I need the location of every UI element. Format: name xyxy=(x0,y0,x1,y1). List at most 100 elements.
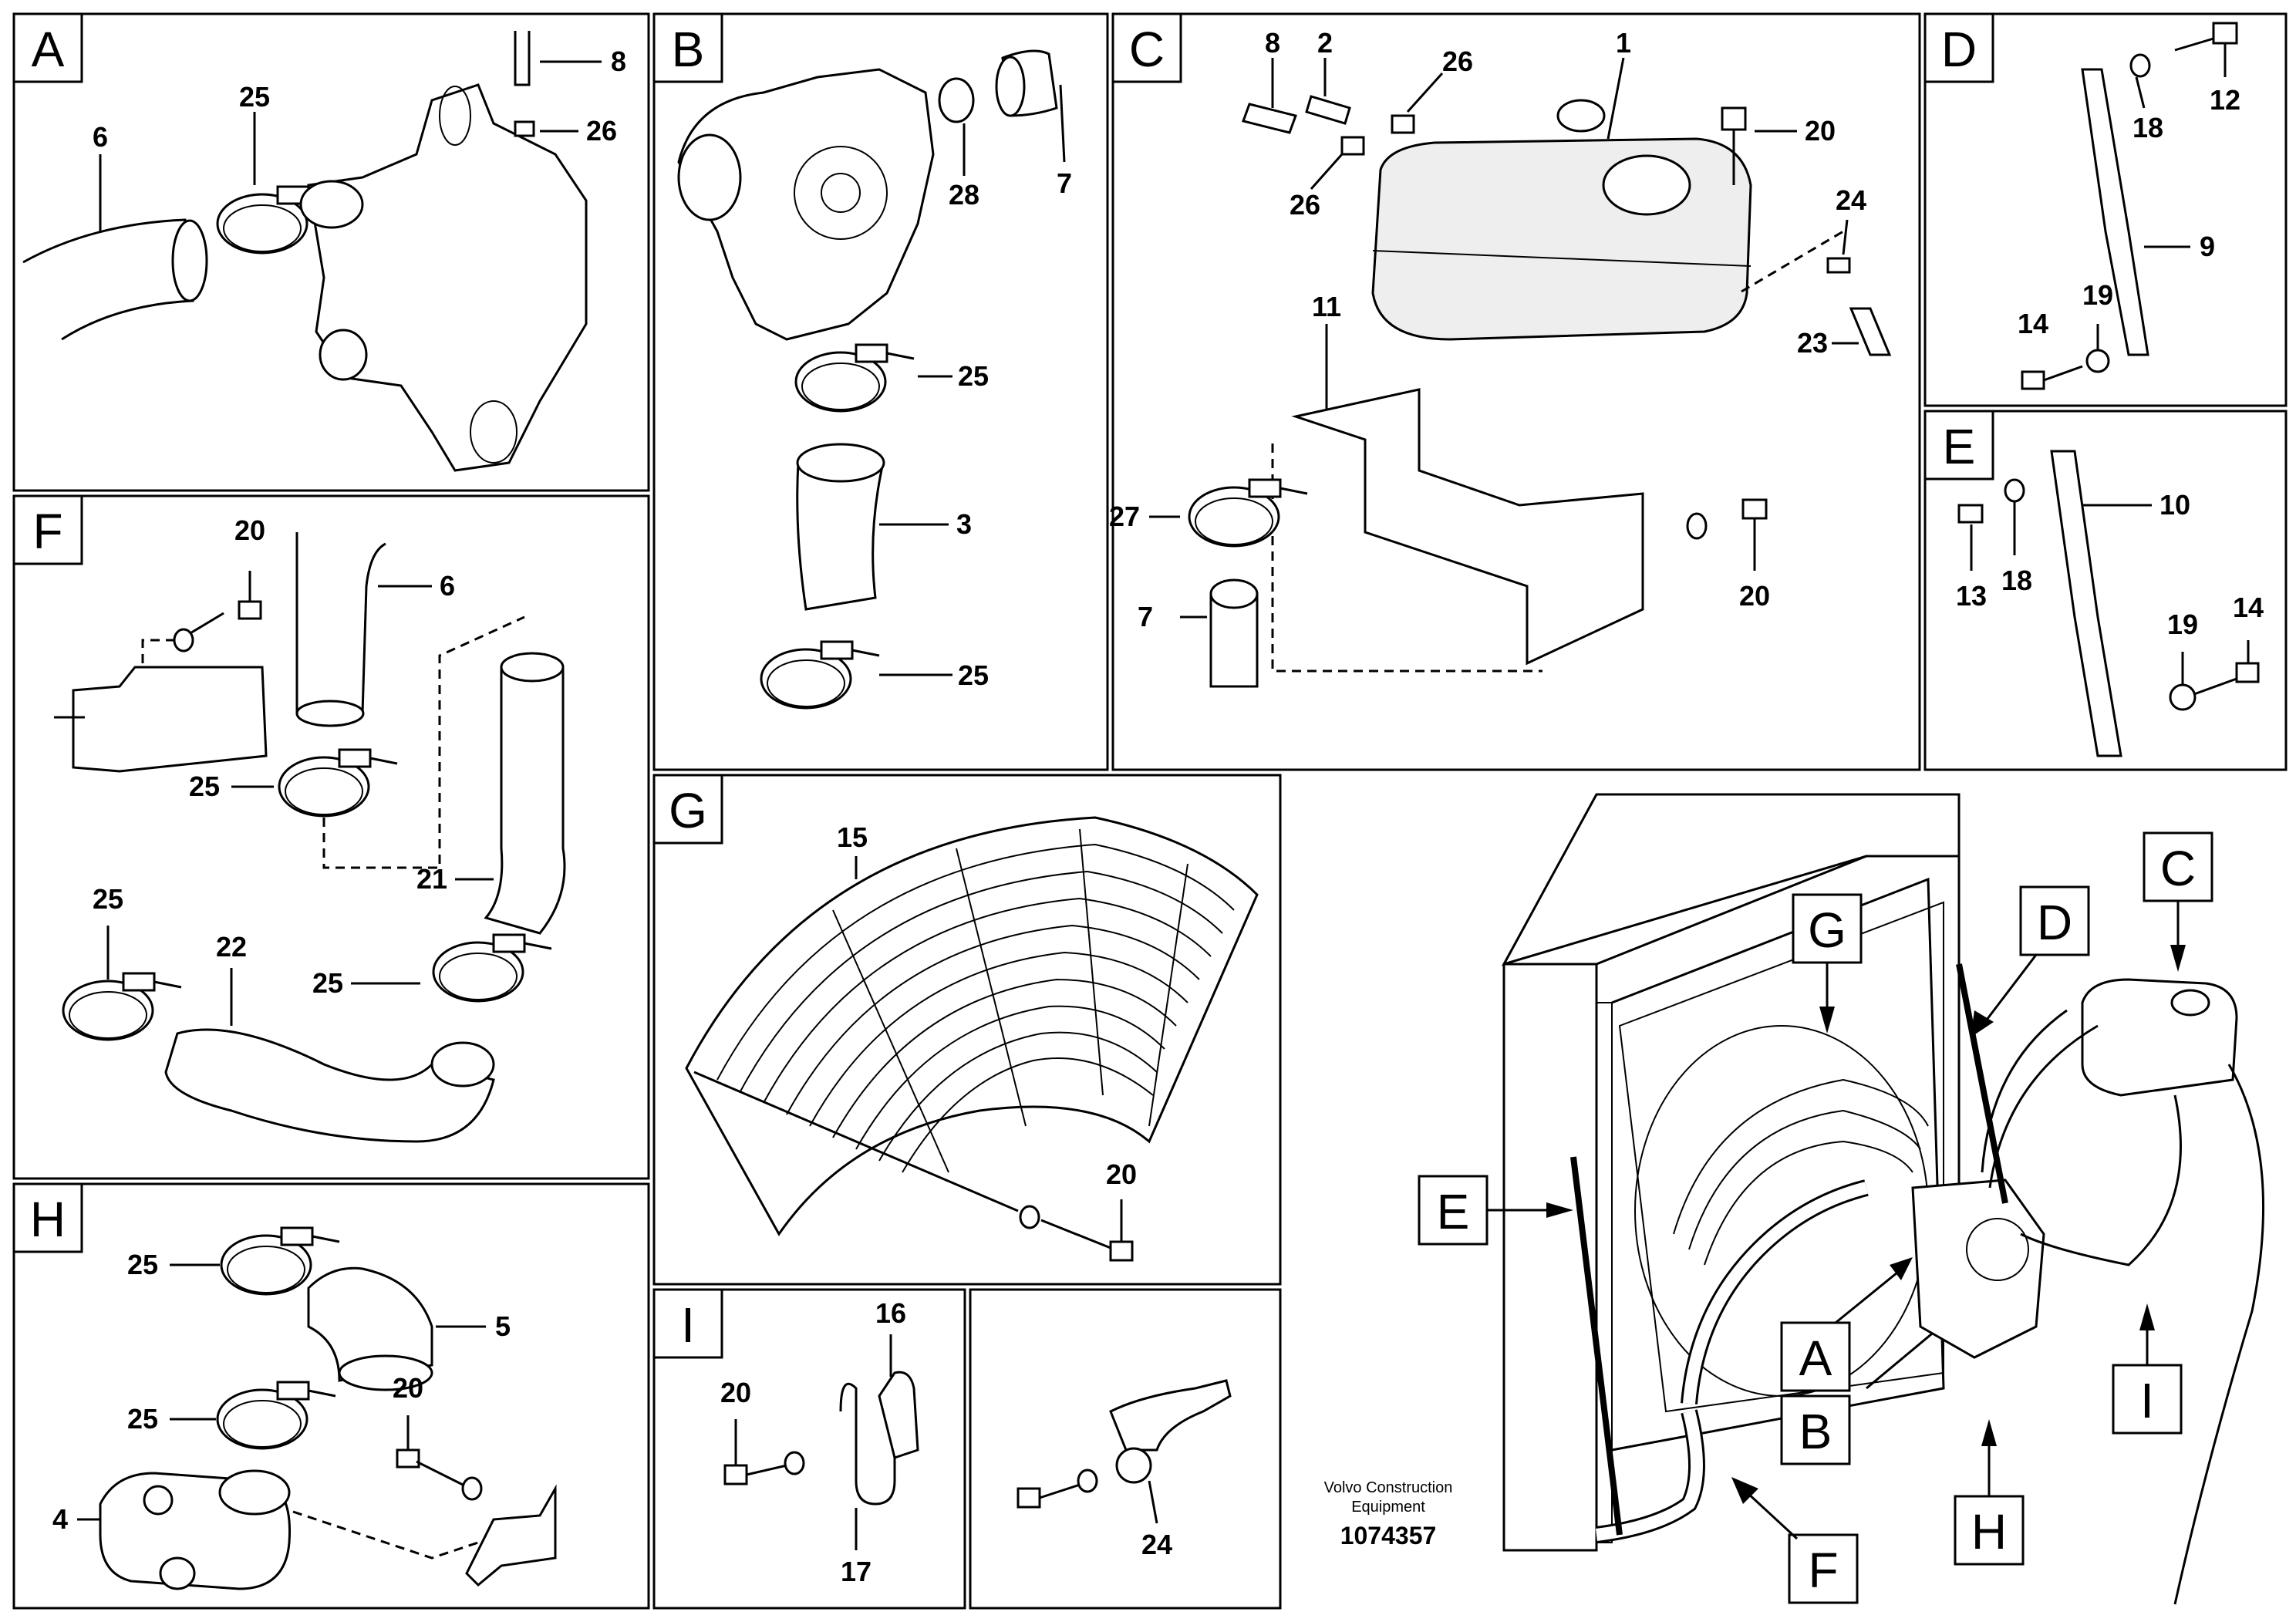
callout-i: I xyxy=(2140,1373,2154,1428)
pump-housing xyxy=(307,83,588,472)
panel-b-letter: B xyxy=(672,22,705,77)
part-label: 25 xyxy=(93,883,123,915)
panel-f: F 20 6 25 21 25 22 25 xyxy=(12,494,650,1180)
callout-f: F xyxy=(1808,1543,1838,1598)
part-label: 22 xyxy=(216,931,247,963)
part-label: 14 xyxy=(2018,308,2048,339)
part-label: 7 xyxy=(1057,167,1072,199)
part-label: 25 xyxy=(958,360,989,392)
fan-guard xyxy=(685,816,1259,1236)
bracket xyxy=(72,666,268,773)
overview-assembly xyxy=(1501,793,2265,1605)
callout-e: E xyxy=(1437,1184,1470,1239)
part-label: 18 xyxy=(2132,112,2163,143)
part-label: 26 xyxy=(1442,46,1473,77)
part-label: 20 xyxy=(1106,1158,1137,1190)
hose-3 xyxy=(796,461,885,611)
pipe-clip xyxy=(839,1382,896,1506)
part-label: 25 xyxy=(958,659,989,691)
panel-g-letter: G xyxy=(669,783,707,838)
panel-a: A 6 25 8 26 xyxy=(12,12,650,492)
overview-callouts: C D G E A B H I F xyxy=(1418,831,2213,1604)
part-label: 26 xyxy=(586,115,617,147)
part-label: 26 xyxy=(1290,189,1320,221)
callout-g: G xyxy=(1808,902,1846,958)
expansion-tank xyxy=(1371,137,1752,341)
part-label: 20 xyxy=(1739,580,1770,612)
rod-10 xyxy=(2050,450,2122,757)
bracket-16 xyxy=(878,1371,919,1459)
panel-grommet: 24 xyxy=(969,1288,1282,1610)
bracket xyxy=(465,1484,557,1587)
part-label: 7 xyxy=(1138,601,1153,632)
part-label: 12 xyxy=(2210,84,2240,116)
part-label: 5 xyxy=(495,1310,511,1342)
part-label: 9 xyxy=(2200,231,2215,262)
panel-i: I 20 16 17 xyxy=(652,1288,966,1610)
part-label: 25 xyxy=(312,967,343,999)
part-label: 6 xyxy=(440,570,455,602)
panel-d-letter: D xyxy=(1941,22,1977,77)
part-label: 25 xyxy=(127,1403,158,1435)
bracket-11 xyxy=(1291,388,1644,666)
part-label: 27 xyxy=(1109,501,1140,532)
callout-b: B xyxy=(1799,1404,1832,1459)
part-label: 15 xyxy=(837,821,868,853)
part-label: 18 xyxy=(2001,565,2032,596)
panel-h-letter: H xyxy=(30,1192,66,1247)
part-label: 20 xyxy=(393,1372,423,1404)
part-label: 25 xyxy=(239,81,270,113)
panel-e: E 10 13 18 19 14 xyxy=(1923,410,2288,771)
part-label: 25 xyxy=(127,1249,158,1280)
callout-c: C xyxy=(2160,841,2196,896)
part-label: 21 xyxy=(416,863,447,895)
part-label: 23 xyxy=(1797,327,1828,359)
panel-f-letter: F xyxy=(32,504,62,559)
company-line-1: Volvo Construction xyxy=(1324,1479,1453,1496)
part-label: 10 xyxy=(2159,489,2190,521)
drawing-number: 1074357 xyxy=(1340,1522,1437,1549)
part-label: 2 xyxy=(1317,27,1333,59)
grommet-24 xyxy=(1109,1379,1232,1452)
part-label: 28 xyxy=(949,179,979,211)
part-label: 19 xyxy=(2167,609,2198,640)
part-label: 14 xyxy=(2233,592,2264,623)
water-pump xyxy=(677,68,935,341)
part-label: 6 xyxy=(93,121,108,153)
rod-9 xyxy=(2081,68,2149,356)
panel-b: B 28 7 25 3 25 xyxy=(652,12,1109,771)
elbow-5 xyxy=(307,1266,433,1382)
part-label: 17 xyxy=(841,1556,872,1587)
part-label: 1 xyxy=(1616,27,1631,59)
part-label: 19 xyxy=(2082,279,2113,311)
panel-d: D 18 12 9 14 19 xyxy=(1923,12,2288,407)
part-label: 25 xyxy=(189,771,220,802)
callout-h: H xyxy=(1971,1504,2007,1560)
callout-d: D xyxy=(2037,895,2072,950)
company-line-2: Equipment xyxy=(1351,1499,1425,1516)
part-label: 13 xyxy=(1956,580,1987,612)
hose-6 xyxy=(22,218,194,341)
panel-a-letter: A xyxy=(32,22,65,77)
panel-c-letter: C xyxy=(1129,22,1165,77)
panel-e-letter: E xyxy=(1943,419,1976,474)
part-label: 8 xyxy=(611,46,626,77)
part-label: 24 xyxy=(1836,184,1866,216)
part-label: 24 xyxy=(1141,1529,1172,1560)
hose-22 xyxy=(164,1028,495,1143)
radiator-frame xyxy=(1502,963,1598,1552)
pipe-21 xyxy=(484,666,566,935)
part-label: 20 xyxy=(720,1377,751,1408)
overview-tank xyxy=(2081,978,2238,1097)
panel-g: G 15 20 xyxy=(652,774,1282,1286)
part-label: 11 xyxy=(1312,291,1341,322)
part-label: 8 xyxy=(1265,27,1280,59)
part-label: 16 xyxy=(875,1297,906,1329)
part-label: 3 xyxy=(956,508,972,540)
part-label: 20 xyxy=(234,514,265,546)
panel-h: H 25 5 25 20 4 xyxy=(12,1182,650,1610)
panel-a-badge xyxy=(12,12,83,83)
part-label: 20 xyxy=(1805,115,1836,147)
panel-i-letter: I xyxy=(681,1297,695,1353)
